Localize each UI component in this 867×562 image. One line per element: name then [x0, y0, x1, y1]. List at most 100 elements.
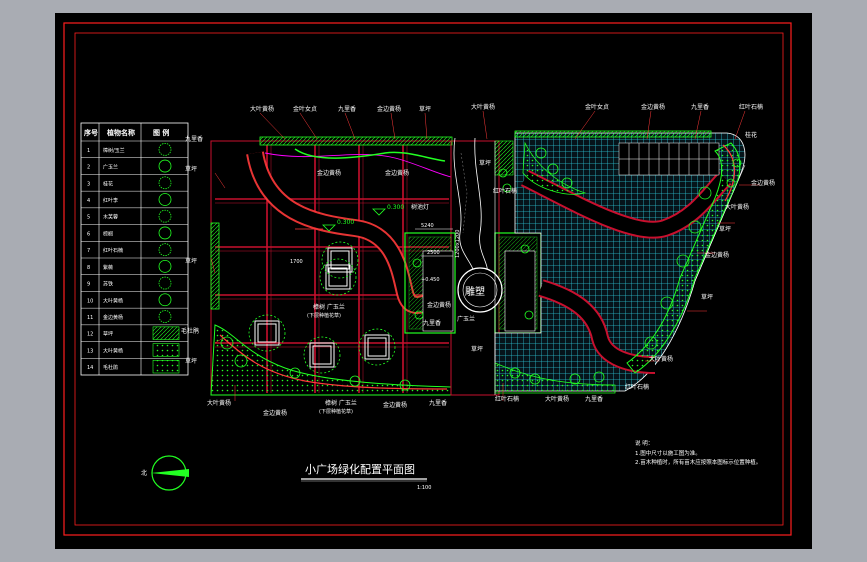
label-right-7: 大叶黄杨	[649, 355, 673, 363]
label-top-2: 金叶女贞	[293, 105, 317, 113]
legend-row-name: 草坪	[103, 331, 113, 338]
label-top-6: 大叶黄杨	[471, 103, 495, 111]
drawing-notes: 说 明： 1.图中尺寸以施工图为准。 2.苗木种植时，所有苗木应按照本图标示位置…	[635, 439, 761, 466]
notes-line-1: 1.图中尺寸以施工图为准。	[635, 449, 701, 457]
label-left-4: 毛杜鹃	[181, 327, 199, 335]
legend-row-no: 13	[87, 348, 93, 354]
label-left-3: 草坪	[185, 257, 197, 265]
elevation-2: 0.300	[387, 204, 404, 211]
legend-header-name: 植物名称	[106, 128, 135, 137]
legend-row-no: 9	[87, 282, 90, 288]
label-center-5: (下层种植花草)	[307, 312, 341, 319]
label-center-7: 九里香	[423, 319, 441, 327]
legend-row-name: 紫薇	[103, 264, 113, 271]
legend-symbol-icon	[158, 142, 172, 156]
label-top-10: 红叶石楠	[739, 103, 763, 111]
label-right-4: 草坪	[719, 225, 731, 233]
legend-row-name: 金边黄杨	[103, 314, 123, 321]
legend-symbol-icon	[158, 226, 172, 240]
legend-symbol-icon	[158, 209, 172, 223]
legend-row-name: 大叶黄杨	[103, 347, 123, 354]
sculpture-circle	[457, 267, 503, 313]
legend-symbol-icon	[158, 276, 172, 290]
legend-header-no: 序号	[83, 128, 98, 137]
label-bottom-6: 大叶黄杨	[545, 395, 569, 403]
label-center-6: 金边黄杨	[427, 301, 451, 309]
label-top-8: 金边黄杨	[641, 103, 665, 111]
label-center-1: 金边黄杨	[317, 169, 341, 177]
plant-labels: 大叶黄杨 金叶女贞 九里香 金边黄杨 草坪 大叶黄杨 金叶女贞 金边黄杨 九里香…	[181, 103, 775, 417]
legend-row-no: 11	[87, 315, 93, 321]
label-right-1: 桂花	[745, 131, 757, 139]
label-left-1: 九里香	[185, 135, 203, 143]
legend-row-name: 红叶李	[103, 197, 118, 204]
inner-frame	[74, 32, 784, 526]
legend-row-no: 6	[87, 231, 90, 237]
legend-symbol-icon	[158, 310, 172, 323]
label-right-8: 红叶石楠	[625, 383, 649, 391]
legend-row-no: 1	[87, 148, 90, 154]
label-center-10: 广玉兰	[457, 315, 475, 323]
legend-symbol-icon	[152, 326, 180, 340]
label-center-2: 金边黄杨	[385, 169, 409, 177]
label-bottom-2: 金边黄杨	[263, 409, 287, 417]
legend-row-no: 2	[87, 165, 90, 171]
elevation-1: 0.300	[337, 219, 354, 226]
outer-frame	[63, 22, 792, 536]
legend-row-no: 7	[87, 248, 90, 254]
dimension-2: 2500	[427, 250, 440, 256]
legend-row-no: 5	[87, 215, 90, 221]
legend-row-name: 棕榈	[103, 230, 113, 237]
legend-row-name: 木芙蓉	[103, 214, 118, 221]
legend-symbol-icon	[158, 243, 172, 257]
label-left-5: 草坪	[185, 357, 197, 365]
sculpture-label: 雕塑	[465, 285, 485, 298]
right-area	[494, 130, 746, 395]
dimension-4: 1200x1200	[455, 230, 461, 258]
label-right-5: 金边黄杨	[705, 251, 729, 259]
label-bottom-4: 九里香	[429, 399, 447, 407]
notes-title: 说 明：	[635, 439, 653, 447]
elevation-3: +0.450	[421, 277, 440, 283]
label-bottom-7: 九里香	[585, 395, 603, 403]
label-left-2: 草坪	[185, 165, 197, 173]
label-top-3: 九里香	[338, 105, 356, 113]
label-right-2: 金边黄杨	[751, 179, 775, 187]
legend-row-no: 12	[87, 332, 93, 338]
legend-symbol-icon	[152, 359, 180, 374]
label-top-9: 九里香	[691, 103, 709, 111]
legend-row-no: 14	[87, 365, 93, 371]
drawing-title: 小广场绿化配置平面图	[305, 462, 415, 476]
legend-row-name: 樟树/玉兰	[103, 147, 125, 154]
label-top-5: 草坪	[419, 105, 431, 113]
label-mid-1: 草坪	[479, 159, 491, 167]
north-label: 北	[141, 469, 147, 477]
legend-symbol-icon	[158, 293, 172, 307]
label-center-3: 树池灯	[411, 203, 429, 211]
legend-symbol-icon	[158, 193, 172, 206]
legend-row-name: 广玉兰	[103, 164, 118, 171]
drawing-title-block: 小广场绿化配置平面图 1:100	[301, 462, 431, 491]
dimension-3: 1700	[290, 259, 303, 265]
legend-row-name: 毛杜鹃	[103, 364, 118, 371]
label-center-9: (下层种植花草)	[319, 408, 353, 415]
center-area: 雕塑 5240 2500 1700 1200x1200 +0.450	[290, 137, 542, 396]
legend-row-name: 苏铁	[103, 281, 113, 288]
legend-row-name: 桂花	[103, 180, 113, 187]
legend-symbol-icon	[158, 176, 172, 190]
notes-line-2: 2.苗木种植时，所有苗木应按照本图标示位置种植。	[635, 458, 761, 466]
leader-lines	[210, 110, 760, 401]
legend-row-no: 4	[87, 198, 90, 204]
legend-row-name: 大叶黄杨	[103, 297, 123, 304]
label-center-4: 樟树 广玉兰	[313, 303, 345, 311]
drawing-scale: 1:100	[417, 485, 431, 491]
legend-row-no: 10	[87, 298, 93, 304]
label-bottom-5: 红叶石楠	[495, 395, 519, 403]
legend-row-name: 红叶石楠	[103, 247, 123, 254]
label-mid-3: 红叶石楠	[493, 187, 517, 195]
label-mid-2: 草坪	[471, 345, 483, 353]
legend-symbol-icon	[158, 259, 172, 273]
